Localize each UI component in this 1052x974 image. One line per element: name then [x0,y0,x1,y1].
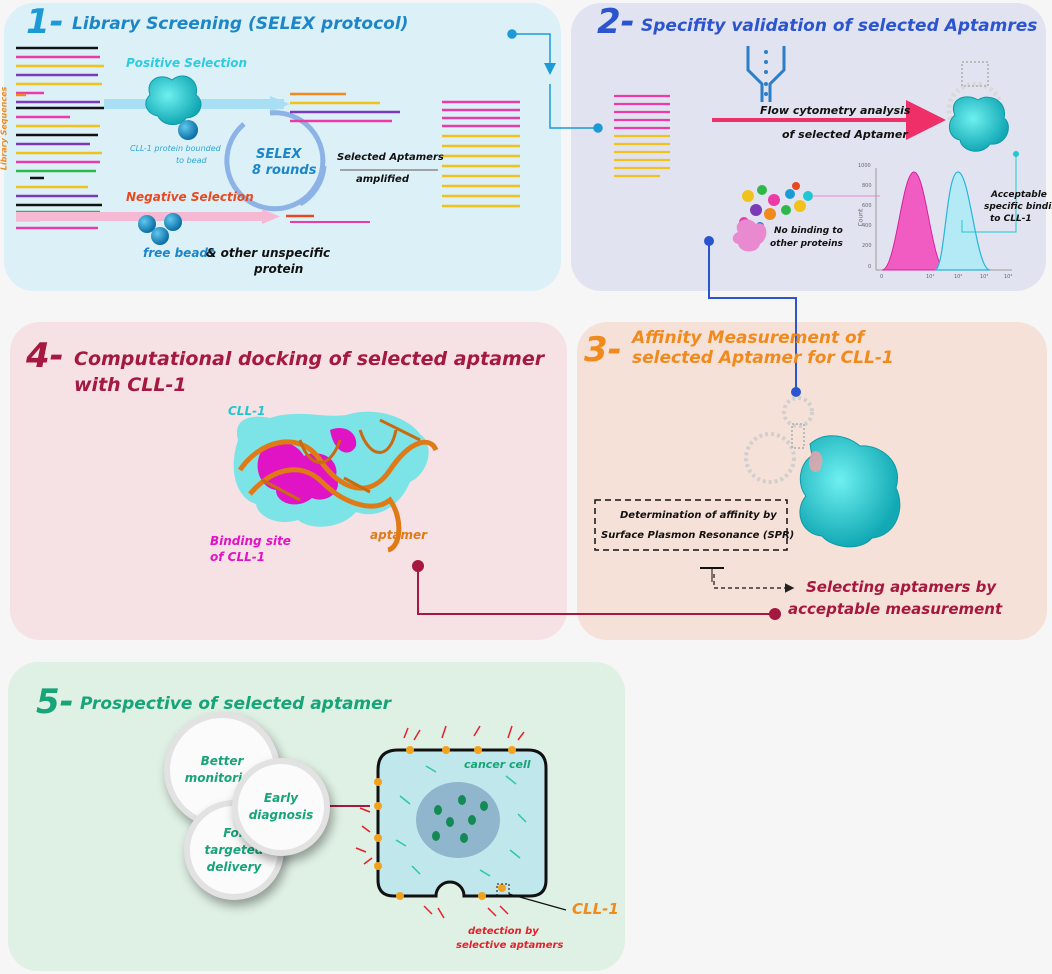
other-protein-label-2: protein [254,262,304,276]
panel1-number: 1- [26,2,64,42]
docking-cll1-label: CLL-1 [228,404,266,418]
amplified-aptamer-lines [442,100,520,208]
free-beads [138,213,182,245]
acceptable-label-3: to CLL-1 [990,214,1032,224]
x-tick-1: 10¹ [926,274,935,280]
panel5-title: Prospective of selected aptamer [80,694,392,714]
c3-line2: targeted [204,842,264,857]
detection-label-1: detection by [468,926,539,937]
no-binding-label-1: No binding to [774,226,843,236]
x-tick-4: 10⁴ [1004,274,1013,280]
selex-label: SELEX [256,147,302,162]
x-tick-3: 10³ [980,274,989,280]
c3-line3: delivery [206,859,262,874]
y-tick-600: 600 [862,203,872,209]
panel4-title-line1: Computational docking of selected aptame… [74,348,545,370]
x-tick-0: 0 [880,274,884,280]
connector-3-to-4 [412,560,781,620]
flow-cytometry-icon [746,46,786,102]
spr-label-2: Surface Plasmon Resonance (SPR) [601,530,795,541]
y-tick-200: 200 [862,243,872,249]
panel3-number: 3- [584,330,622,370]
selected-aptamers-label: Selected Aptamers [337,152,444,163]
panel2-number: 2- [597,2,635,42]
panel4-number: 4- [26,336,64,376]
docking-model [233,411,439,553]
y-tick-800: 800 [862,183,872,189]
protein-note-line1: CLL-1 protein bounded [130,144,221,153]
cancer-cell-label: cancer cell [464,758,531,771]
binding-site-label-2: of CLL-1 [210,550,266,564]
spr-inhibit-arrow [700,567,795,593]
aptamer-label: aptamer [370,528,428,542]
no-binding-label-2: other proteins [770,239,843,249]
panel2-aptamer-lines [614,94,670,178]
positive-selection-label: Positive Selection [126,56,248,70]
y-tick-400: 400 [862,223,872,229]
other-protein-label-1: & other unspecific [206,246,331,260]
cancer-cell [355,725,567,919]
negative-selection-label: Negative Selection [126,190,254,204]
connector-2-to-3 [704,236,801,397]
panel3-title-line1: Affinity Measurement of [632,328,865,348]
panel3-title-line2: selected Aptamer for CLL-1 [632,348,894,368]
c1-line1: Better [200,754,244,768]
acceptable-pointer [961,154,1017,233]
acceptable-label-2: specific binding [984,202,1052,212]
aptamer-spr-protein [744,396,901,548]
free-beads-label: free beads [143,246,216,260]
flow-cytometry-label-2: of selected Aptamer [782,128,908,141]
aptamer-bound-protein-top [946,61,1009,152]
panel1-title: Library Screening (SELEX protocol) [72,14,409,34]
other-proteins-cluster [732,182,813,252]
y-tick-1000: 1000 [858,163,871,169]
cll1-marker-label: CLL-1 [572,900,619,918]
c2-line2: diagnosis [248,808,314,822]
cll1-protein-on-bead [145,75,202,140]
selecting-label-2: acceptable measurement [788,600,1003,618]
negative-selection-band [16,212,268,221]
early-diagnosis-circle: Early diagnosis [232,758,330,856]
panel2-title: Specifity validation of selected Aptamre… [641,16,1038,36]
connector-1-to-2 [507,29,603,133]
amplified-label: amplified [356,174,409,185]
y-tick-0: 0 [868,264,872,270]
protein-note-line2: to bead [176,156,207,165]
binding-site-label-1: Binding site [210,534,291,548]
c2-line1: Early [263,791,299,805]
flow-cytometry-label-1: Flow cytometry analysis [760,104,911,117]
detection-label-2: selective aptamers [456,940,564,951]
library-sequences-label: Library Sequences [0,86,9,171]
panel5-number: 5- [36,682,74,722]
selex-cycle [224,110,327,212]
spr-label-1: Determination of affinity by [620,510,777,521]
library-sequences [16,46,104,230]
selecting-label-1: Selecting aptamers by [806,578,997,596]
acceptable-label-1: Acceptable [991,190,1047,200]
panel4-title-line2: with CLL-1 [74,374,187,396]
selected-aptamer-lines [286,92,438,223]
spr-box [594,499,788,551]
selex-rounds-label: 8 rounds [252,163,317,178]
x-tick-2: 10² [954,274,963,280]
